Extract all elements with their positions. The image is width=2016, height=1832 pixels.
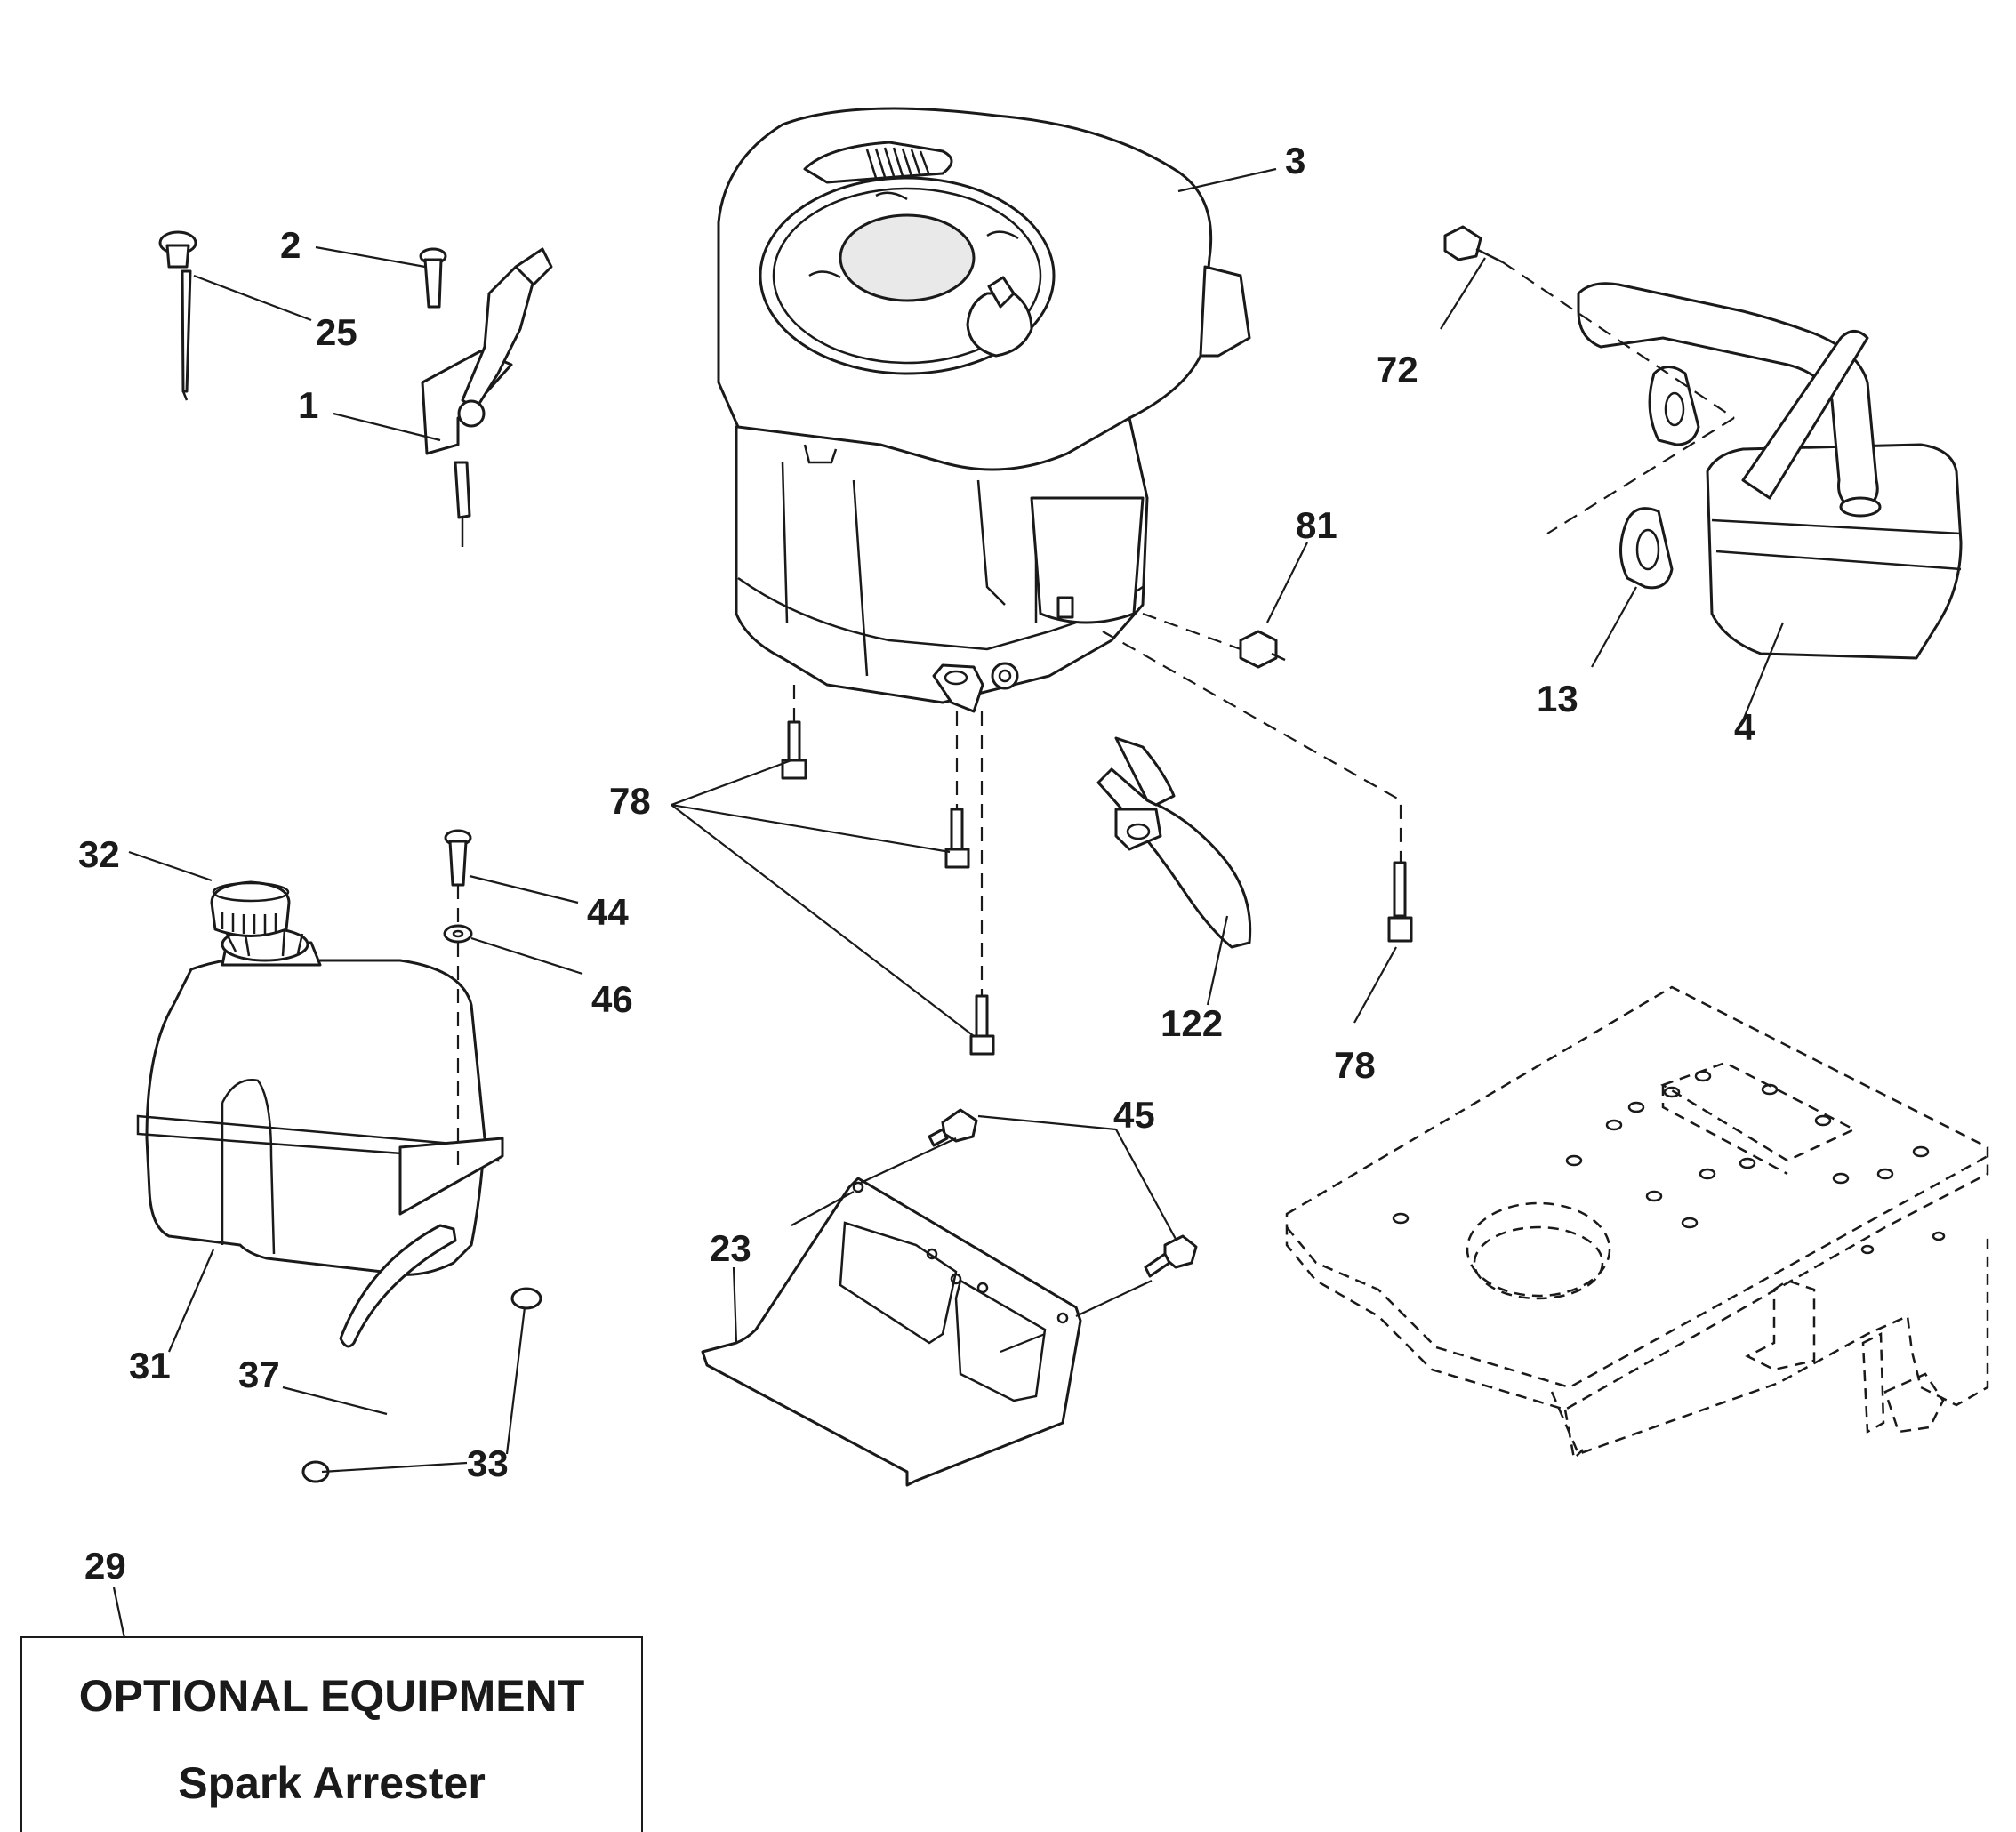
bolt-part-78-right [1387,861,1413,943]
washer-part-46 [443,924,473,944]
throttle-control-part-1 [421,247,553,547]
leader-lines [112,167,1785,1639]
screw-part-44 [444,829,472,887]
callout-78-right: 78 [1334,1044,1376,1086]
optional-equipment-item: Spark Arrester [178,1758,486,1808]
choke-knob-part-25 [158,230,197,401]
muffler-part-4 [1577,282,1963,660]
callout-25: 25 [316,311,357,353]
bolt-part-78-low [969,994,995,1056]
engine-part-3 [717,107,1251,713]
callout-32: 32 [78,833,120,875]
callout-46: 46 [591,978,633,1020]
callout-78-left: 78 [609,780,651,822]
callout-4: 4 [1734,706,1755,748]
optional-equipment-box: OPTIONAL EQUIPMENT Spark Arrester [20,1636,643,1832]
callout-1: 1 [298,384,318,426]
screw-part-2 [419,247,447,309]
bolt-part-78-mid [944,808,970,869]
bolt-part-78-left [781,720,807,780]
engine-plate-part-23 [701,1177,1082,1487]
optional-equipment-title: OPTIONAL EQUIPMENT [78,1671,585,1721]
callout-45: 45 [1113,1094,1155,1136]
callout-33: 33 [467,1442,509,1484]
callout-44: 44 [587,891,629,933]
fuel-tank-part-31 [136,927,504,1276]
callout-81: 81 [1296,504,1337,546]
bolt-part-45 [928,1108,1198,1278]
bolt-part-72 [1443,225,1504,264]
exhaust-flange [1648,366,1700,446]
callout-29: 29 [84,1545,126,1587]
callout-labels: 3 2 25 1 72 81 13 4 78 78 122 32 44 46 4… [78,140,1755,1587]
callout-122: 122 [1161,1002,1223,1044]
nut-part-81 [1239,630,1286,669]
callout-3: 3 [1285,140,1305,181]
fuel-cap-part-32 [210,880,291,937]
deflector-part-122 [1096,736,1252,949]
reference-lines [456,261,1735,1174]
callout-31: 31 [129,1345,171,1386]
callout-2: 2 [280,224,301,266]
tractor-frame-reference [1285,985,1989,1461]
fuel-line-part-37 [339,1224,457,1348]
callout-13: 13 [1537,678,1578,719]
hose-clamp-part-33 [301,1287,542,1483]
gasket-part-13 [1619,507,1674,590]
callout-23: 23 [710,1227,751,1269]
callout-72: 72 [1377,349,1418,390]
callout-37: 37 [238,1354,280,1395]
